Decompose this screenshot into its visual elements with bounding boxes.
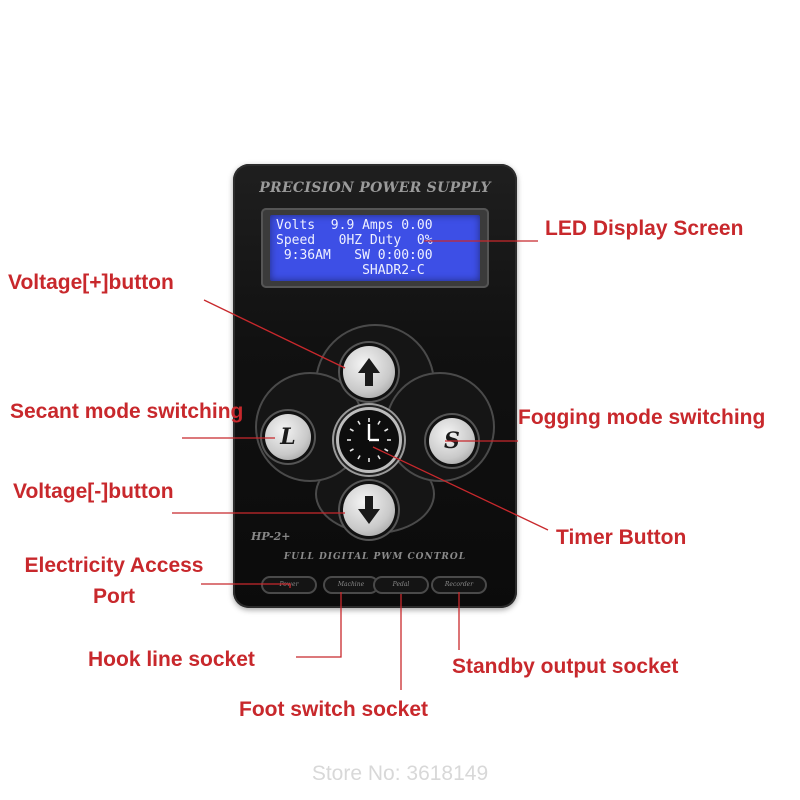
voltage-down-button[interactable] [343,484,395,536]
label-electricity-port: Electricity Access Port [8,553,220,610]
label-secant-mode: Secant mode switching [10,400,244,423]
fogging-mode-button[interactable]: S [429,418,475,464]
label-timer-button: Timer Button [556,526,687,549]
label-hook-line-socket: Hook line socket [88,648,255,671]
label-fogging-mode: Fogging mode switching [518,406,766,429]
secant-mode-button[interactable]: L [265,414,311,460]
label-standby-socket: Standby output socket [452,655,679,678]
arrow-up-icon [358,358,380,386]
label-voltage-plus: Voltage[+]button [8,271,174,294]
label-electricity-port-line1: Electricity Access [24,554,204,577]
label-led-display: LED Display Screen [545,217,744,240]
clock-icon [347,418,391,462]
model-label: HP-2+ [251,530,291,543]
label-electricity-port-line2: Port [93,585,135,608]
brand-title: Precision Power Supply [259,180,491,196]
pwm-subtitle: Full Digital PWM Control [283,552,467,562]
lcd-bezel: Volts 9.9 Amps 0.00 Speed 0HZ Duty 0% 9:… [261,208,489,288]
lcd-line-volts: Volts 9.9 Amps 0.00 [276,218,433,233]
s-button-label: S [444,428,460,454]
label-foot-switch-socket: Foot switch socket [239,698,429,721]
label-voltage-minus: Voltage[-]button [13,480,174,503]
recorder-socket[interactable]: Recorder [431,576,487,594]
store-watermark: Store No: 3618149 [311,762,489,785]
machine-socket[interactable]: Machine [323,576,379,594]
pedal-socket[interactable]: Pedal [373,576,429,594]
arrow-down-icon [358,496,380,524]
lcd-line-speed: Speed 0HZ Duty 0% [276,233,433,248]
lcd-display: Volts 9.9 Amps 0.00 Speed 0HZ Duty 0% 9:… [270,215,480,281]
lcd-line-mode: SHADR2-C [276,263,425,278]
lcd-line-time: 9:36AM SW 0:00:00 [276,248,433,263]
power-socket[interactable]: Power [261,576,317,594]
voltage-up-button[interactable] [343,346,395,398]
timer-button[interactable] [339,410,399,470]
power-supply-device: Precision Power Supply Volts 9.9 Amps 0.… [233,164,517,608]
l-button-label: L [280,424,296,450]
